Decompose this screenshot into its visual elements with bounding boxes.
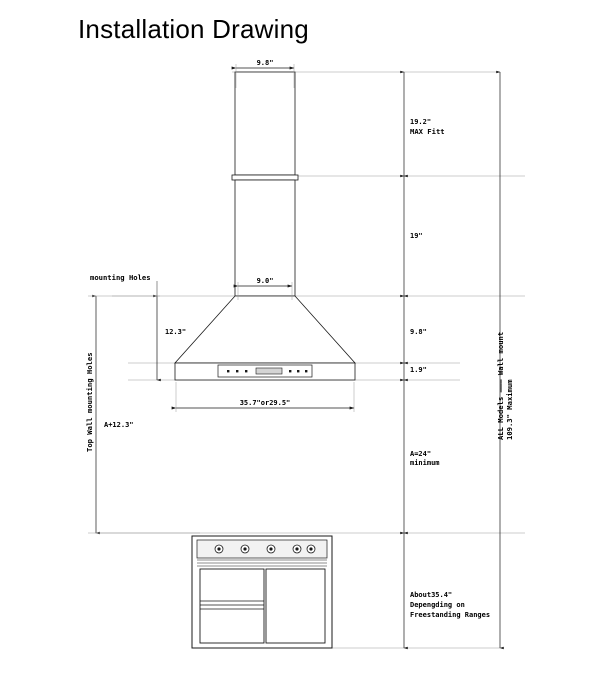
control-button-1[interactable] [227, 370, 230, 373]
dim-text-chimney-lower-height: 19" [410, 232, 423, 240]
range-knob-4-center [295, 547, 299, 551]
control-button-4[interactable] [289, 370, 292, 373]
control-panel-group [217, 364, 313, 378]
label-mounting-holes: mounting Holes [90, 273, 151, 282]
range-knobs-group [214, 544, 316, 554]
chimney-group [231, 71, 299, 297]
dim-text-wall-mount-total: A+12.3" [104, 421, 134, 429]
range-door-left[interactable] [199, 568, 265, 644]
upper-chimney [234, 71, 296, 176]
note-range-height: About35.4" [410, 591, 452, 599]
dim-text-hood-band-height: 1.9" [410, 366, 427, 374]
control-button-3[interactable] [245, 370, 248, 373]
dim-text-mounting-drop: 12.3" [165, 328, 186, 336]
dim-text-max-fitt-label: MAX Fitt [410, 127, 445, 136]
dimension-lines-group [88, 64, 504, 650]
dim-text-hood-taper-height: 9.8" [410, 328, 427, 336]
range-knob-1-center [217, 547, 221, 551]
dim-text-hood-width: 35.7"or29.5" [240, 399, 291, 407]
page-title: Installation Drawing [78, 14, 309, 44]
chimney-transition-band [231, 174, 299, 181]
range-knob-5-center [309, 547, 313, 551]
label-top-wall-mounting-holes: Top Wall mounting Holes [85, 352, 94, 452]
label-maximum-height: 109.3" Maximum [505, 379, 514, 440]
dim-text-max-fitt-value: 19.2" [410, 118, 431, 126]
dim-text-chimney-bottom-width: 9.0" [257, 277, 274, 285]
dimension-text-group: 9.8" 9.0" 19.2" MAX Fitt 19" 9.8" 1.9" A… [85, 59, 514, 619]
range-knob-2-center [243, 547, 247, 551]
range-control-strip [196, 539, 328, 559]
range-knob-3-center [269, 547, 273, 551]
control-button-6[interactable] [305, 370, 308, 373]
range-door-right[interactable] [265, 568, 326, 644]
dim-text-chimney-top-width: 9.8" [257, 59, 274, 67]
label-all-models-wall-mount: ALL Models ——— Wall mount [496, 332, 505, 440]
control-button-5[interactable] [297, 370, 300, 373]
hood-canopy [174, 295, 356, 364]
note-range-line2: Depengding on [410, 601, 465, 609]
dim-text-clearance-value: A=24" [410, 450, 431, 458]
dim-text-clearance-note: minimum [410, 459, 440, 467]
control-panel-display[interactable] [255, 367, 283, 375]
lower-chimney [234, 179, 296, 297]
note-range-line3: Freestanding Ranges [410, 611, 490, 619]
control-button-2[interactable] [236, 370, 239, 373]
range-group [191, 535, 333, 649]
